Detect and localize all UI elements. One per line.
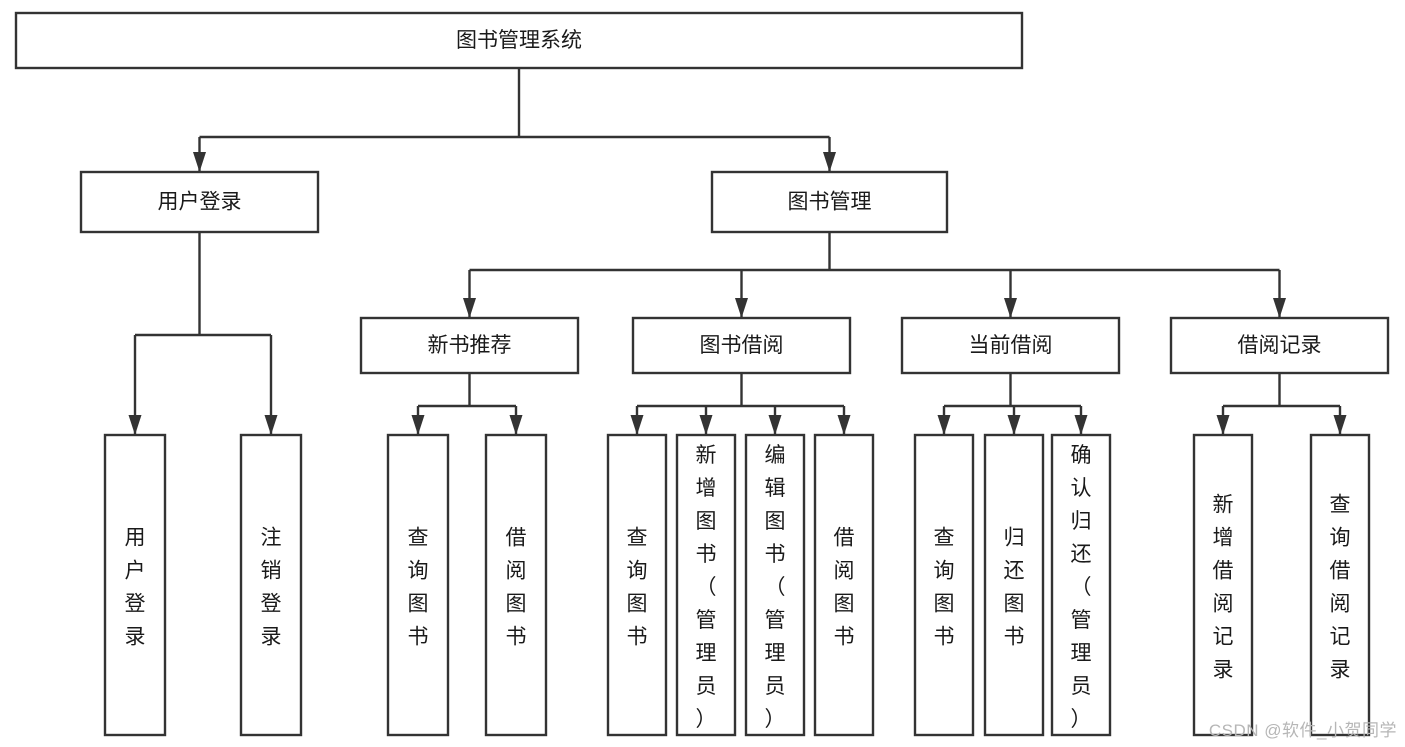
node-label-leaf-edit-book: 编辑图书（管理员） — [765, 444, 786, 731]
node-leaf-logout[interactable]: 注销登录 — [239, 433, 303, 737]
node-leaf-add-record[interactable]: 新增借阅记录 — [1192, 433, 1254, 737]
arrow-head-icon — [837, 415, 851, 435]
connector-c-recommend-split — [411, 373, 523, 435]
node-label-leaf-confirm-return: 确认归还（管理员） — [1071, 444, 1092, 731]
arrow-head-icon — [630, 415, 644, 435]
node-box-leaf-borrow-book-2[interactable] — [813, 433, 875, 737]
node-leaf-query-book-3[interactable]: 查询图书 — [913, 433, 975, 737]
arrow-head-icon — [509, 415, 523, 435]
connector-c-borrow-split — [630, 373, 851, 435]
node-box-leaf-return-book[interactable] — [983, 433, 1045, 737]
node-leaf-query-book-2[interactable]: 查询图书 — [606, 433, 668, 737]
node-label-current-borrow: 当前借阅 — [969, 334, 1053, 357]
node-leaf-edit-book[interactable]: 编辑图书（管理员） — [744, 433, 806, 737]
node-box-leaf-query-book-2[interactable] — [606, 433, 668, 737]
node-borrow-record[interactable]: 借阅记录 — [1169, 316, 1390, 375]
node-book-borrow[interactable]: 图书借阅 — [631, 316, 852, 375]
connector-c-current-split — [937, 373, 1088, 435]
node-leaf-query-book-1[interactable]: 查询图书 — [386, 433, 450, 737]
node-box-leaf-add-record[interactable] — [1192, 433, 1254, 737]
node-label-leaf-add-record: 新增借阅记录 — [1213, 494, 1234, 682]
connector-c-book-manage-split — [463, 232, 1286, 318]
arrow-head-icon — [735, 298, 748, 318]
node-box-user-login[interactable] — [79, 170, 320, 234]
connector-c-user-login-split — [128, 232, 278, 435]
node-label-leaf-query-book-1: 查询图书 — [408, 527, 429, 649]
node-current-borrow[interactable]: 当前借阅 — [900, 316, 1121, 375]
node-label-user-login: 用户登录 — [158, 191, 242, 214]
node-box-new-book-recommend[interactable] — [359, 316, 580, 375]
arrow-head-icon — [823, 152, 836, 172]
node-label-leaf-borrow-book-1: 借阅图书 — [506, 527, 527, 649]
node-label-book-borrow: 图书借阅 — [700, 334, 784, 357]
arrow-head-icon — [1333, 415, 1347, 435]
arrow-head-icon — [1074, 415, 1088, 435]
node-new-book-recommend[interactable]: 新书推荐 — [359, 316, 580, 375]
node-label-leaf-query-book-2: 查询图书 — [627, 527, 648, 649]
node-box-leaf-confirm-return[interactable] — [1050, 433, 1112, 737]
node-label-leaf-return-book: 归还图书 — [1004, 527, 1025, 649]
arrow-head-icon — [1007, 415, 1021, 435]
node-label-leaf-logout: 注销登录 — [261, 527, 282, 649]
node-box-book-borrow[interactable] — [631, 316, 852, 375]
arrow-head-icon — [768, 415, 782, 435]
node-box-leaf-borrow-book-1[interactable] — [484, 433, 548, 737]
node-label-book-manage: 图书管理 — [788, 191, 872, 214]
arrow-head-icon — [699, 415, 713, 435]
node-layer: 图书管理系统用户登录图书管理新书推荐图书借阅当前借阅借阅记录用户登录注销登录查询… — [14, 11, 1390, 737]
node-book-manage[interactable]: 图书管理 — [710, 170, 949, 234]
node-box-leaf-logout[interactable] — [239, 433, 303, 737]
node-system[interactable]: 图书管理系统 — [14, 11, 1024, 70]
node-label-leaf-query-book-3: 查询图书 — [934, 527, 955, 649]
node-box-leaf-query-book-3[interactable] — [913, 433, 975, 737]
node-label-new-book-recommend: 新书推荐 — [428, 334, 512, 357]
node-leaf-query-record[interactable]: 查询借阅记录 — [1309, 433, 1371, 737]
arrow-head-icon — [463, 298, 476, 318]
node-label-leaf-query-record: 查询借阅记录 — [1330, 494, 1351, 682]
node-box-borrow-record[interactable] — [1169, 316, 1390, 375]
node-label-leaf-user-login: 用户登录 — [125, 527, 146, 649]
arrow-head-icon — [128, 415, 142, 435]
node-box-leaf-query-record[interactable] — [1309, 433, 1371, 737]
watermark-label: CSDN @软件_小贺同学 — [1208, 721, 1397, 740]
node-box-leaf-user-login[interactable] — [103, 433, 167, 737]
connector-c-record-split — [1216, 373, 1347, 435]
node-leaf-user-login[interactable]: 用户登录 — [103, 433, 167, 737]
node-box-system[interactable] — [14, 11, 1024, 70]
node-user-login[interactable]: 用户登录 — [79, 170, 320, 234]
node-box-leaf-query-book-1[interactable] — [386, 433, 450, 737]
node-box-leaf-edit-book[interactable] — [744, 433, 806, 737]
arrow-head-icon — [1004, 298, 1017, 318]
node-label-leaf-borrow-book-2: 借阅图书 — [834, 527, 855, 649]
arrow-head-icon — [1273, 298, 1286, 318]
node-leaf-borrow-book-2[interactable]: 借阅图书 — [813, 433, 875, 737]
node-label-borrow-record: 借阅记录 — [1238, 334, 1322, 357]
arrow-head-icon — [193, 152, 206, 172]
node-box-leaf-add-book[interactable] — [675, 433, 737, 737]
node-label-leaf-add-book: 新增图书（管理员） — [696, 444, 717, 731]
node-box-book-manage[interactable] — [710, 170, 949, 234]
node-box-current-borrow[interactable] — [900, 316, 1121, 375]
arrow-head-icon — [411, 415, 425, 435]
node-leaf-borrow-book-1[interactable]: 借阅图书 — [484, 433, 548, 737]
node-leaf-confirm-return[interactable]: 确认归还（管理员） — [1050, 433, 1112, 737]
arrow-head-icon — [264, 415, 278, 435]
arrow-head-icon — [937, 415, 951, 435]
connector-layer — [128, 68, 1347, 435]
node-leaf-return-book[interactable]: 归还图书 — [983, 433, 1045, 737]
connector-c-system-split — [193, 68, 836, 172]
node-leaf-add-book[interactable]: 新增图书（管理员） — [675, 433, 737, 737]
node-label-system: 图书管理系统 — [456, 29, 582, 52]
arrow-head-icon — [1216, 415, 1230, 435]
